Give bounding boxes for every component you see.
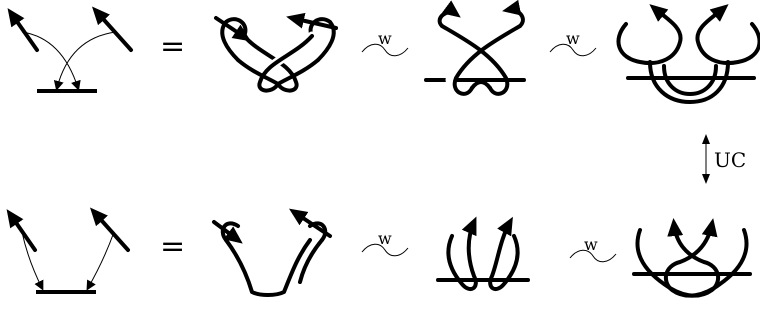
w-equivalence-3: w bbox=[361, 229, 409, 257]
strand-arrow bbox=[437, 0, 461, 28]
strand-arrow bbox=[616, 4, 683, 65]
equals-sign-top: = bbox=[160, 29, 185, 64]
strand-arrow bbox=[695, 4, 760, 65]
strand bbox=[276, 58, 320, 86]
right-stick-arrow bbox=[89, 207, 130, 252]
thin-arrow-right bbox=[86, 231, 115, 291]
strand-arrow bbox=[635, 218, 721, 298]
stick-arrow bbox=[212, 220, 243, 244]
stick-arrow bbox=[214, 16, 251, 42]
right-stick-arrow bbox=[91, 6, 133, 52]
w-label: w bbox=[378, 229, 392, 248]
strand bbox=[470, 80, 492, 90]
strand-arrow bbox=[488, 216, 520, 292]
top-diagram-3 bbox=[424, 0, 526, 96]
strand bbox=[224, 238, 312, 297]
strand bbox=[648, 60, 730, 104]
strand bbox=[298, 238, 324, 284]
uc-equivalence: UC bbox=[702, 134, 746, 184]
equals-sign-bottom: = bbox=[160, 229, 185, 264]
strand bbox=[662, 64, 718, 96]
thin-arrow-left bbox=[21, 231, 44, 291]
w-equivalence-2: w bbox=[549, 29, 597, 57]
bottom-diagram-4 bbox=[632, 218, 752, 298]
stick-arrow bbox=[289, 208, 332, 238]
strand bbox=[440, 24, 510, 96]
top-diagram-2 bbox=[214, 12, 338, 93]
uc-label: UC bbox=[714, 148, 746, 172]
thin-arrow-right bbox=[53, 31, 117, 91]
strand-arrow bbox=[663, 218, 749, 298]
w-label: w bbox=[566, 29, 580, 48]
strand bbox=[236, 58, 280, 86]
top-diagram-1 bbox=[7, 6, 133, 93]
strand bbox=[257, 34, 314, 93]
w-label: w bbox=[378, 29, 392, 48]
w-label: w bbox=[584, 235, 598, 254]
left-stick-arrow bbox=[7, 8, 39, 52]
thin-arrow-left bbox=[21, 31, 81, 91]
tilde bbox=[361, 243, 409, 257]
tilde bbox=[549, 43, 597, 57]
w-equivalence-1: w bbox=[361, 29, 409, 57]
strand-arrow bbox=[446, 216, 478, 292]
bottom-diagram-1 bbox=[6, 207, 130, 294]
strand bbox=[452, 24, 522, 96]
w-equivalence-4: w bbox=[569, 235, 617, 263]
strand-arrow bbox=[502, 0, 525, 28]
bottom-diagram-2 bbox=[212, 208, 332, 297]
stick-arrow bbox=[286, 12, 338, 30]
strand bbox=[242, 34, 299, 93]
tilde bbox=[361, 43, 409, 57]
bottom-diagram-3 bbox=[436, 216, 530, 292]
top-diagram-4 bbox=[616, 4, 760, 104]
tilde bbox=[569, 249, 617, 263]
